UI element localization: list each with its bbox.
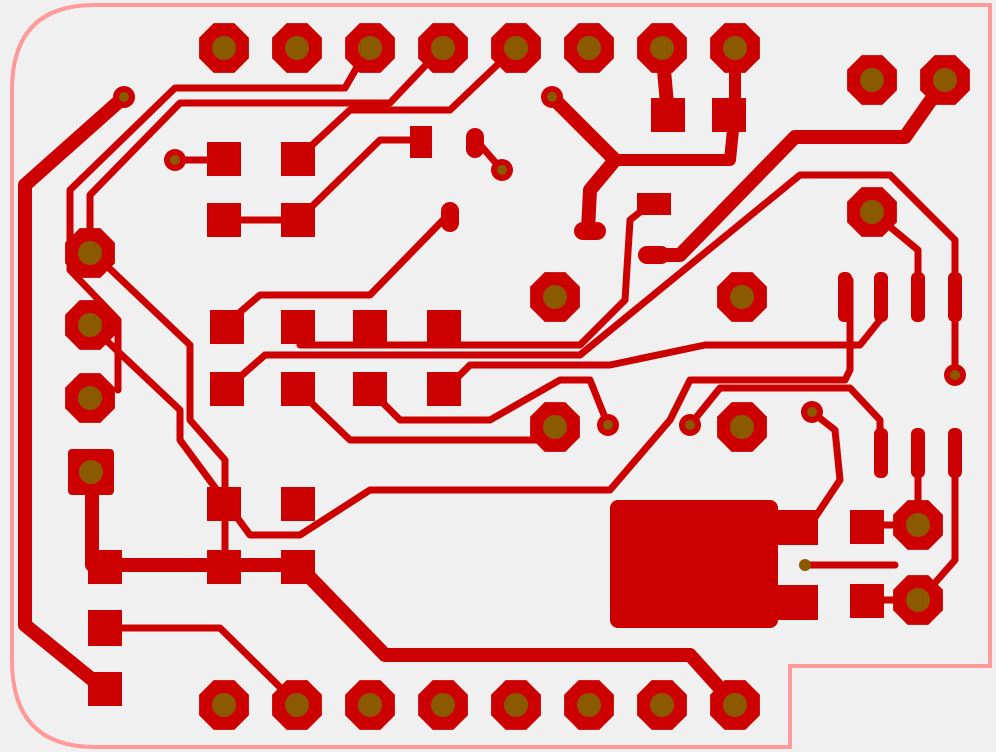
pad xyxy=(850,584,884,618)
pad xyxy=(210,372,244,406)
through-hole-pads xyxy=(65,23,970,730)
pad xyxy=(948,272,962,322)
via-hole xyxy=(807,407,817,417)
trace-left-inner xyxy=(86,276,854,539)
regulator-pin-2 xyxy=(778,585,818,620)
drill-hole xyxy=(650,693,674,717)
regulator-pin-1 xyxy=(778,510,818,545)
drill-hole xyxy=(504,36,528,60)
pad xyxy=(574,222,606,240)
drill-hole xyxy=(860,68,884,92)
pad xyxy=(353,372,387,406)
drill-hole xyxy=(212,693,236,717)
drill-hole xyxy=(650,36,674,60)
via-hole xyxy=(603,420,613,430)
pad xyxy=(427,310,461,344)
via-hole xyxy=(547,92,557,102)
drill-hole xyxy=(577,693,601,717)
pad xyxy=(874,428,888,478)
drill-hole xyxy=(723,36,747,60)
drill-hole xyxy=(906,588,930,612)
pad xyxy=(88,672,122,706)
pad xyxy=(850,510,884,544)
drill-hole xyxy=(79,460,103,484)
trace-wide-center xyxy=(545,90,622,237)
pad xyxy=(207,550,241,584)
regulator-via xyxy=(799,559,811,571)
trace-h5-pad xyxy=(294,44,519,162)
trace-top-loop-2 xyxy=(86,44,446,254)
pad xyxy=(210,310,244,344)
pad xyxy=(427,372,461,406)
drill-hole xyxy=(78,386,102,410)
drill-hole xyxy=(504,693,528,717)
pad xyxy=(207,203,241,237)
drill-hole xyxy=(543,285,567,309)
pad xyxy=(281,310,315,344)
pad xyxy=(911,272,925,322)
pad xyxy=(88,550,122,584)
drill-hole xyxy=(723,693,747,717)
drill-hole xyxy=(358,36,382,60)
pad xyxy=(88,610,122,646)
pad xyxy=(281,487,315,521)
pad xyxy=(353,310,387,344)
regulator-tab xyxy=(610,500,778,628)
pad xyxy=(466,128,484,158)
drill-hole xyxy=(860,200,884,224)
drill-hole xyxy=(577,36,601,60)
pad xyxy=(911,428,925,478)
pad xyxy=(410,126,432,158)
vias xyxy=(113,86,966,436)
pad xyxy=(874,272,888,322)
pad xyxy=(441,202,459,232)
drill-hole xyxy=(431,36,455,60)
smd-pads xyxy=(88,98,962,706)
trace-mid-4 xyxy=(366,376,612,429)
trace-mid-5 xyxy=(294,386,559,444)
pad xyxy=(281,372,315,406)
trace-right-3 xyxy=(806,408,844,529)
drill-hole xyxy=(730,285,754,309)
trace-pad-bl xyxy=(101,624,302,709)
pad xyxy=(281,142,315,176)
trace-bottom-wide xyxy=(291,558,742,712)
drill-hole xyxy=(431,693,455,717)
pad xyxy=(281,550,315,584)
trace-wide-center-2 xyxy=(609,42,741,166)
pad xyxy=(638,246,670,264)
via-hole xyxy=(497,165,507,175)
via-hole xyxy=(950,370,960,380)
trace-mid-2 xyxy=(221,171,959,394)
pad xyxy=(281,203,315,237)
pad xyxy=(712,98,746,132)
pad xyxy=(651,98,685,132)
drill-hole xyxy=(906,513,930,537)
drill-hole xyxy=(212,36,236,60)
pad xyxy=(948,428,962,478)
drill-hole xyxy=(285,36,309,60)
pad xyxy=(207,142,241,176)
drill-hole xyxy=(730,415,754,439)
drill-hole xyxy=(358,693,382,717)
drill-hole xyxy=(285,693,309,717)
pad xyxy=(207,487,241,521)
drill-hole xyxy=(78,241,102,265)
pad xyxy=(637,193,671,215)
drill-hole xyxy=(543,415,567,439)
pad xyxy=(838,272,852,322)
via-hole xyxy=(119,92,129,102)
via-hole xyxy=(685,420,695,430)
via-hole xyxy=(170,155,180,165)
drill-hole xyxy=(78,313,102,337)
trace-loop-down xyxy=(86,246,229,509)
trace-top-loop xyxy=(66,44,372,394)
regulator xyxy=(610,500,818,628)
trace-pad-up xyxy=(294,136,424,224)
drill-hole xyxy=(933,68,957,92)
trace-left-rail xyxy=(18,90,131,697)
